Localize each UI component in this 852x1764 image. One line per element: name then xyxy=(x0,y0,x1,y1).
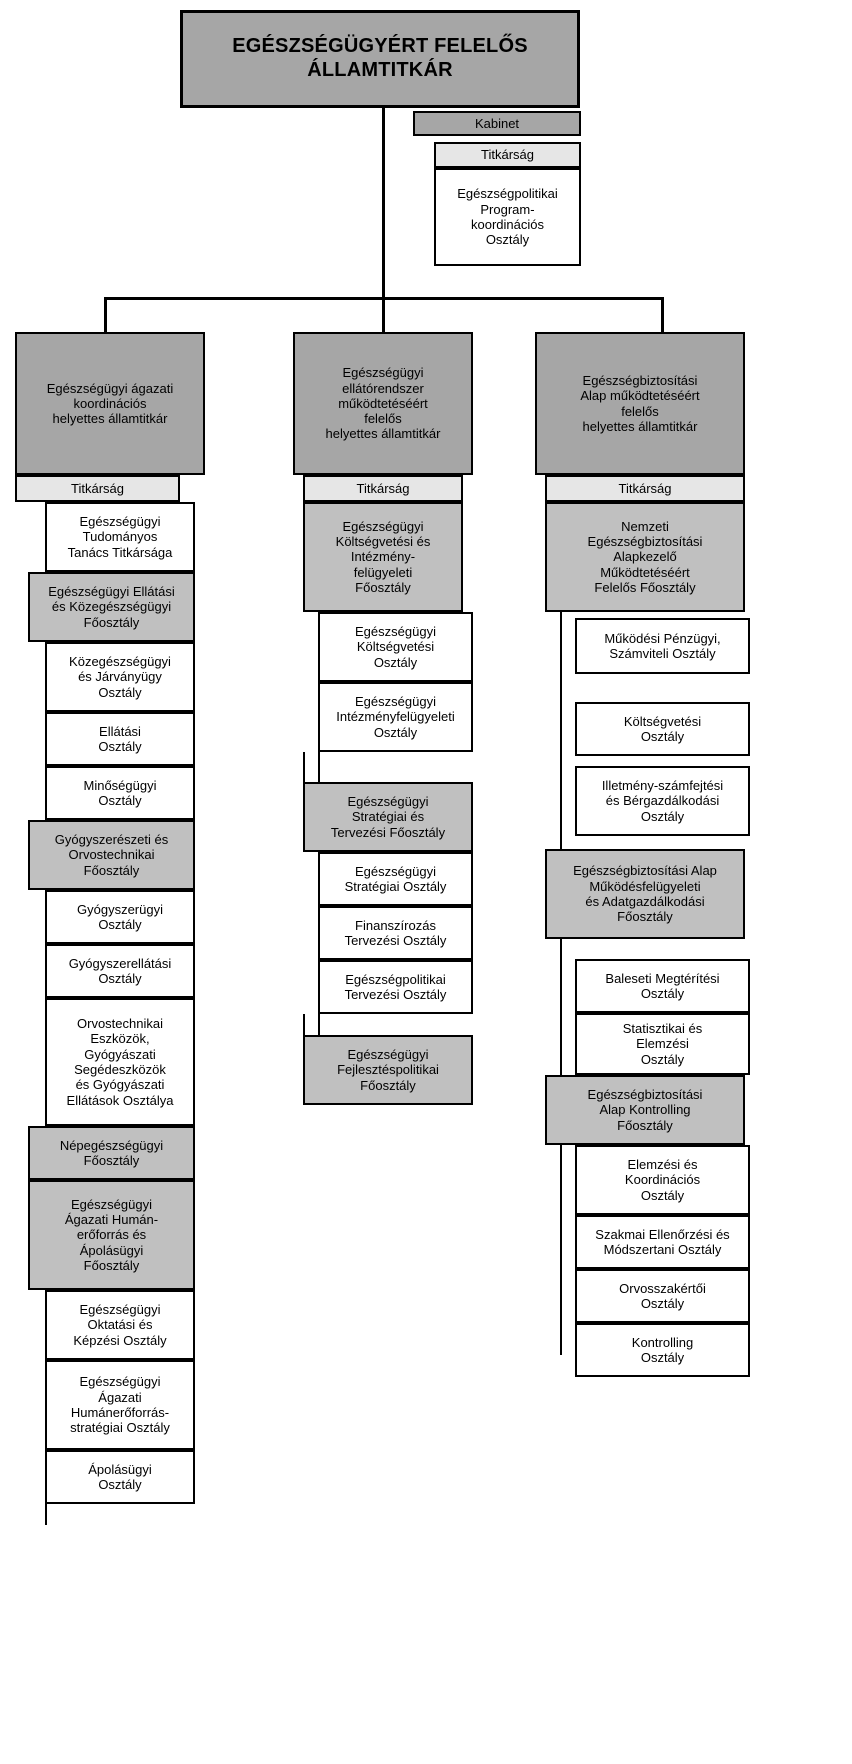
column-1-item-11[interactable]: Egészségügyi Ágazati Humán- erőforrás és… xyxy=(28,1180,195,1290)
column-1-head[interactable]: Egészségügyi ágazati koordinációs helyet… xyxy=(15,332,205,475)
column-2-item-2[interactable]: Egészségügyi Költségvetési Osztály xyxy=(318,612,473,682)
root-node-egeszsegugyert-felelos-allamtitkar[interactable]: EGÉSZSÉGÜGYÉRT FELELŐS ÁLLAMTITKÁR xyxy=(180,10,580,108)
column-1-item-1[interactable]: Egészségügyi Tudományos Tanács Titkárság… xyxy=(45,502,195,572)
column-3-item-8[interactable]: Egészségbiztosítási Alap Kontrolling Főo… xyxy=(545,1075,745,1145)
cabinet-secretariat-box[interactable]: Titkárság xyxy=(434,142,581,168)
column-2-item-0[interactable]: Titkárság xyxy=(303,475,463,502)
column-3-item-1[interactable]: Nemzeti Egészségbiztosítási Alapkezelő M… xyxy=(545,502,745,612)
connector-drop-column-3 xyxy=(661,297,664,332)
column-3-item-2[interactable]: Működési Pénzügyi, Számviteli Osztály xyxy=(575,618,750,674)
column-2-item-5[interactable]: Egészségügyi Stratégiai Osztály xyxy=(318,852,473,906)
column-1-item-14[interactable]: Ápolásügyi Osztály xyxy=(45,1450,195,1504)
connector-root-stem xyxy=(382,108,385,297)
column-2-head[interactable]: Egészségügyi ellátórendszer működtetéséé… xyxy=(293,332,473,475)
column-3-item-4[interactable]: Illetmény-számfejtési és Bérgazdálkodási… xyxy=(575,766,750,836)
cabinet-box[interactable]: Kabinet xyxy=(413,111,581,136)
column-1-item-7[interactable]: Gyógyszerügyi Osztály xyxy=(45,890,195,944)
column-3-item-0[interactable]: Titkárság xyxy=(545,475,745,502)
column-1-item-6[interactable]: Gyógyszerészeti és Orvostechnikai Főoszt… xyxy=(28,820,195,890)
column-2-item-3[interactable]: Egészségügyi Intézményfelügyeleti Osztál… xyxy=(318,682,473,752)
column-3-item-6[interactable]: Baleseti Megtérítési Osztály xyxy=(575,959,750,1013)
column-2-item-4[interactable]: Egészségügyi Stratégiai és Tervezési Főo… xyxy=(303,782,473,852)
column-2-spine-lower xyxy=(303,752,305,782)
column-2-item-1[interactable]: Egészségügyi Költségvetési és Intézmény-… xyxy=(303,502,463,612)
column-3-item-12[interactable]: Kontrolling Osztály xyxy=(575,1323,750,1377)
connector-drop-column-2 xyxy=(382,297,385,332)
column-3-item-9[interactable]: Elemzési és Koordinációs Osztály xyxy=(575,1145,750,1215)
column-1-item-10[interactable]: Népegészségügyi Főosztály xyxy=(28,1126,195,1180)
column-1-item-8[interactable]: Gyógyszerellátási Osztály xyxy=(45,944,195,998)
column-1-item-0[interactable]: Titkárság xyxy=(15,475,180,502)
column-3-item-11[interactable]: Orvosszakértői Osztály xyxy=(575,1269,750,1323)
column-3-item-7[interactable]: Statisztikai és Elemzési Osztály xyxy=(575,1013,750,1075)
column-3-item-10[interactable]: Szakmai Ellenőrzési és Módszertani Osztá… xyxy=(575,1215,750,1269)
column-3-item-3[interactable]: Költségvetési Osztály xyxy=(575,702,750,756)
column-1-item-4[interactable]: Ellátási Osztály xyxy=(45,712,195,766)
cabinet-program-coordination-unit-box[interactable]: Egészségpolitikai Program- koordinációs … xyxy=(434,168,581,266)
column-1-item-9[interactable]: Orvostechnikai Eszközök, Gyógyászati Seg… xyxy=(45,998,195,1126)
column-1-item-5[interactable]: Minőségügyi Osztály xyxy=(45,766,195,820)
connector-drop-column-1 xyxy=(104,297,107,332)
column-2-item-6[interactable]: Finanszírozás Tervezési Osztály xyxy=(318,906,473,960)
column-1-item-2[interactable]: Egészségügyi Ellátási és Közegészségügyi… xyxy=(28,572,195,642)
column-1-item-12[interactable]: Egészségügyi Oktatási és Képzési Osztály xyxy=(45,1290,195,1360)
column-2-spine-lowest xyxy=(303,1014,305,1035)
column-1-item-3[interactable]: Közegészségügyi és Járványügy Osztály xyxy=(45,642,195,712)
column-3-head[interactable]: Egészségbiztosítási Alap működtetéséért … xyxy=(535,332,745,475)
column-2-item-7[interactable]: Egészségpolitikai Tervezési Osztály xyxy=(318,960,473,1014)
column-2-item-8[interactable]: Egészségügyi Fejlesztéspolitikai Főosztá… xyxy=(303,1035,473,1105)
column-3-item-5[interactable]: Egészségbiztosítási Alap Működésfelügyel… xyxy=(545,849,745,939)
column-1-item-13[interactable]: Egészségügyi Ágazati Humánerőforrás- str… xyxy=(45,1360,195,1450)
